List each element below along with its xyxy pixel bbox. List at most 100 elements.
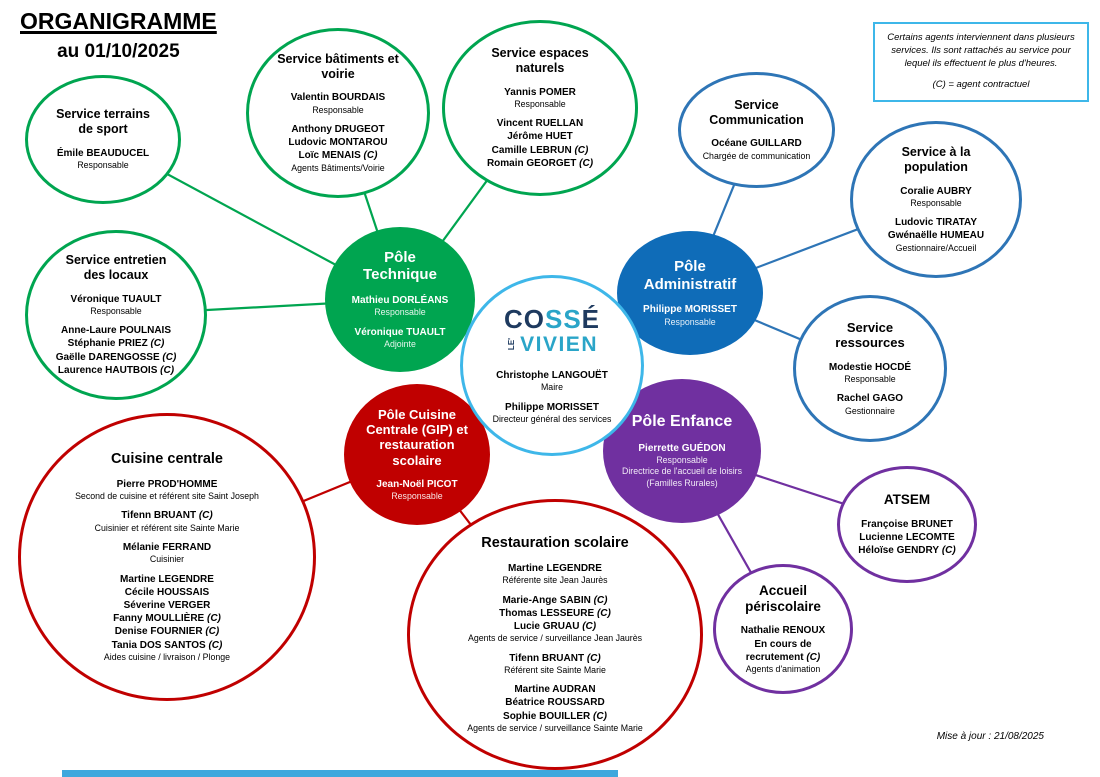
logo-line2: LE'VIVIEN (504, 334, 600, 355)
member-role: Second de cuisine et référent site Saint… (75, 491, 259, 502)
member-role: Responsable (844, 373, 896, 384)
member-name: Séverine VERGER (123, 600, 211, 612)
batiments-voirie-title: Service bâtiments et voirie (277, 51, 399, 81)
cuisine-centrale-title: Cuisine centrale (110, 450, 223, 467)
atsem-title: ATSEM (883, 491, 931, 507)
member-name: Denise FOURNIER (C) (114, 626, 220, 638)
pole-administratif-title: Pôle Administratif (643, 258, 737, 293)
accueil-periscolaire-title: Accueil périscolaire (745, 582, 821, 614)
logo-city: VIVIEN (520, 332, 598, 356)
staff-group: Marie-Ange SABIN (C)Thomas LESSEURE (C)L… (468, 594, 642, 645)
contract-tag: (C) (202, 626, 220, 638)
member-role: Responsable (391, 491, 443, 502)
contract-tag: (C) (360, 150, 378, 162)
member-role: Référent site Sainte Marie (504, 664, 606, 675)
member-name: Cécile HOUSSAIS (124, 586, 210, 598)
member-role: Agents d'animation (745, 663, 821, 674)
contract-note-text: Certains agents interviennent dans plusi… (887, 32, 1075, 69)
contract-tag: (C) (159, 351, 177, 363)
member-name: Véronique TUAULT (354, 326, 446, 338)
contract-tag: (C) (204, 613, 221, 625)
member-name: Coralie AUBRY (900, 185, 972, 197)
member-name: Marie-Ange SABIN (C) (502, 594, 608, 606)
member-role: Agents Bâtiments/Voirie (291, 162, 385, 173)
member-role: Responsable (312, 104, 364, 115)
terrains-sport-title: Service terrains de sport (56, 107, 150, 137)
member-name: Laurence HAUTBOIS (C) (57, 364, 175, 376)
member-name: Françoise BRUNET (861, 518, 953, 530)
member-name: Camille LEBRUN (C) (491, 144, 589, 156)
member-name: Tania DOS SANTOS (C) (111, 639, 223, 651)
member-role: Directrice de l'accueil de loisirs (Fami… (622, 466, 742, 488)
member-role: Responsable (910, 197, 962, 208)
contract-tag: (C) (594, 607, 611, 619)
member-role: Chargée de communication (702, 150, 811, 161)
contract-tag: (C) (196, 510, 213, 522)
last-updated-label: Mise à jour : 21/08/2025 (936, 731, 1044, 742)
contract-tag: (C) (147, 338, 165, 350)
restauration-scolaire-title: Restauration scolaire (481, 534, 629, 551)
member-name: Tifenn BRUANT (C) (509, 652, 601, 664)
contract-tag: (C) (584, 652, 601, 664)
contract-tag: (C) (590, 710, 607, 722)
member-name: Pierrette GUÉDON (638, 442, 726, 454)
contract-tag: (C) (157, 364, 175, 376)
member-name: Philippe MORISSET (505, 401, 599, 413)
pole-technique-title: Pôle Technique (363, 248, 437, 284)
contract-tag: (C) (939, 545, 956, 557)
member-name: Béatrice ROUSSARD (505, 697, 605, 709)
member-role: Agents de service / surveillance Jean Ja… (467, 633, 643, 644)
population-title: Service à la population (901, 145, 971, 174)
member-role: Aides cuisine / livraison / Plonge (103, 651, 231, 662)
member-name: Modestie HOCDÉ (828, 361, 912, 373)
member-name: Lucienne LECOMTE (859, 531, 955, 543)
member-name: Héloïse GENDRY (C) (858, 545, 956, 557)
member-role: Responsable (514, 98, 566, 109)
member-name: Mélanie FERRAND (122, 542, 212, 554)
member-role: Responsable (656, 454, 708, 465)
member-name: Gaëlle DARENGOSSE (C) (55, 351, 177, 363)
logo-line1: COSSÉ (504, 306, 600, 332)
contract-note-legend: (C) = agent contractuel (932, 79, 1030, 91)
member-name: Ludovic TIRATAY (894, 217, 978, 229)
espaces-naturels-title: Service espaces naturels (491, 46, 589, 75)
member-name: Jérôme HUET (507, 131, 573, 143)
member-name: Nathalie RENOUX (740, 625, 826, 637)
member-name: Rachel GAGO (836, 393, 904, 405)
member-role: Maire (540, 382, 563, 393)
member-name: Romain GEORGET (C) (486, 157, 594, 169)
member-name: En cours de recrutement (C) (745, 638, 821, 663)
member-role: Cuisinier (149, 554, 185, 565)
member-name: Anne-Laure POULNAIS (60, 325, 171, 337)
ressources-title: Service ressources (835, 320, 905, 351)
member-role: Cuisinier et référent site Sainte Marie (94, 522, 240, 533)
